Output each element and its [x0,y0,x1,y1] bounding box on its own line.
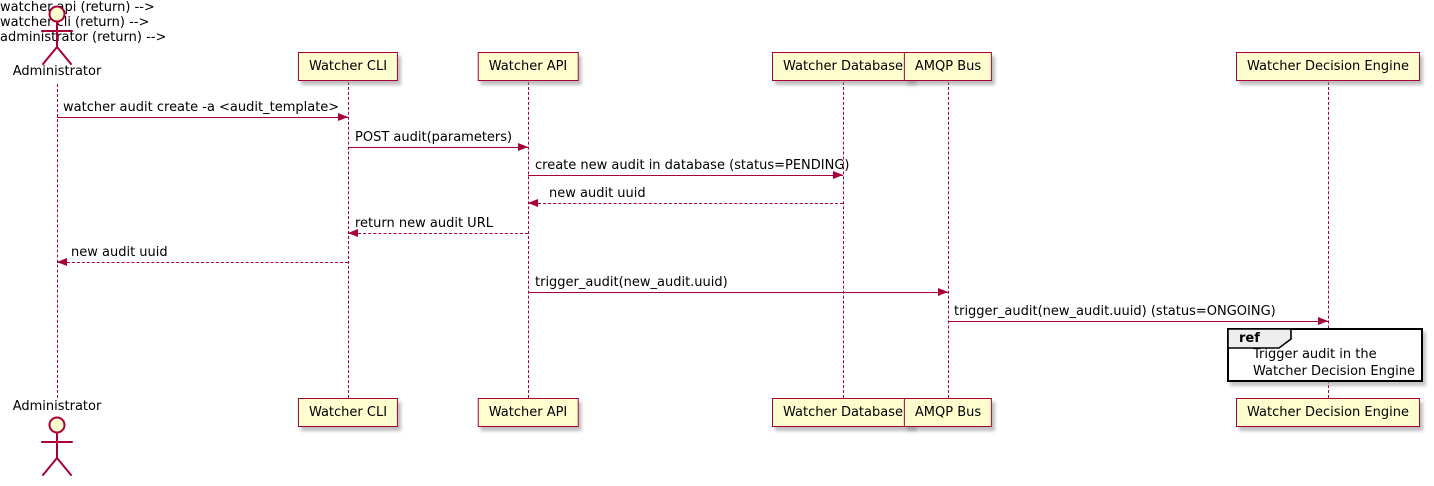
participant-amqp-bus-top: AMQP Bus [903,52,993,81]
message-6-line [57,262,348,263]
participant-watcher-api-bottom: Watcher API [477,398,579,427]
lifeline-watcher-cli [348,82,349,398]
message-3-label: create new audit in database (status=PEN… [535,158,850,173]
participant-watcher-api-top: Watcher API [477,52,579,81]
message-6-label: new audit uuid [71,245,168,260]
participant-watcher-database-bottom: Watcher Database [772,398,914,427]
participant-watcher-cli-top: Watcher CLI [297,52,399,81]
message-4-line [528,203,843,204]
ref-text-line-1: Trigger audit in the [1253,347,1377,362]
lifeline-watcher-decision-engine [1328,82,1329,398]
ref-text-line-2: Watcher Decision Engine [1253,364,1415,379]
message-2-label: POST audit(parameters) [355,130,513,145]
message-8-label: trigger_audit(new_audit.uuid) (status=ON… [954,304,1276,319]
message-5-label: return new audit URL [355,216,493,231]
participant-amqp-bus-bottom: AMQP Bus [903,398,993,427]
message-5-line [348,233,528,234]
message-1-label: watcher audit create -a <audit_template> [63,100,340,115]
message-8-arrowhead-icon [1318,317,1328,325]
participant-watcher-cli-bottom: Watcher CLI [297,398,399,427]
message-1-arrowhead-icon [338,113,348,121]
participant-watcher-decision-engine-bottom: Watcher Decision Engine [1236,398,1420,427]
message-7-line [528,292,948,293]
participant-watcher-database-top: Watcher Database [772,52,914,81]
message-2-arrowhead-icon [518,143,528,151]
message-2-line [348,147,528,148]
ref-text: Trigger audit in the Watcher Decision En… [1253,346,1415,380]
actor-figure-bottom-icon [41,416,73,476]
lifeline-watcher-api [528,82,529,398]
ref-header-pentagon-icon [1227,328,1292,349]
message-6-arrowhead-icon [57,258,67,266]
message-4-arrowhead-icon [528,199,538,207]
message-7-label: trigger_audit(new_audit.uuid) [535,275,728,290]
lifeline-watcher-database [843,82,844,398]
message-1-line [57,117,348,118]
message-3-arrowhead-icon [833,171,843,179]
lifeline-amqp-bus [948,82,949,398]
actor-administrator-top: Administrator [12,64,102,79]
ref-fragment: ref Trigger audit in the Watcher Decisio… [1227,328,1423,382]
ref-keyword: ref [1239,331,1260,346]
actor-figure-icon [41,5,73,65]
message-4-label: new audit uuid [549,186,646,201]
actor-administrator-bottom: Administrator [12,399,102,414]
message-3-line [528,175,843,176]
message-5-arrowhead-icon [348,229,358,237]
message-8-line [948,321,1328,322]
lifeline-administrator [57,84,58,398]
message-7-arrowhead-icon [938,288,948,296]
participant-watcher-decision-engine-top: Watcher Decision Engine [1236,52,1420,81]
